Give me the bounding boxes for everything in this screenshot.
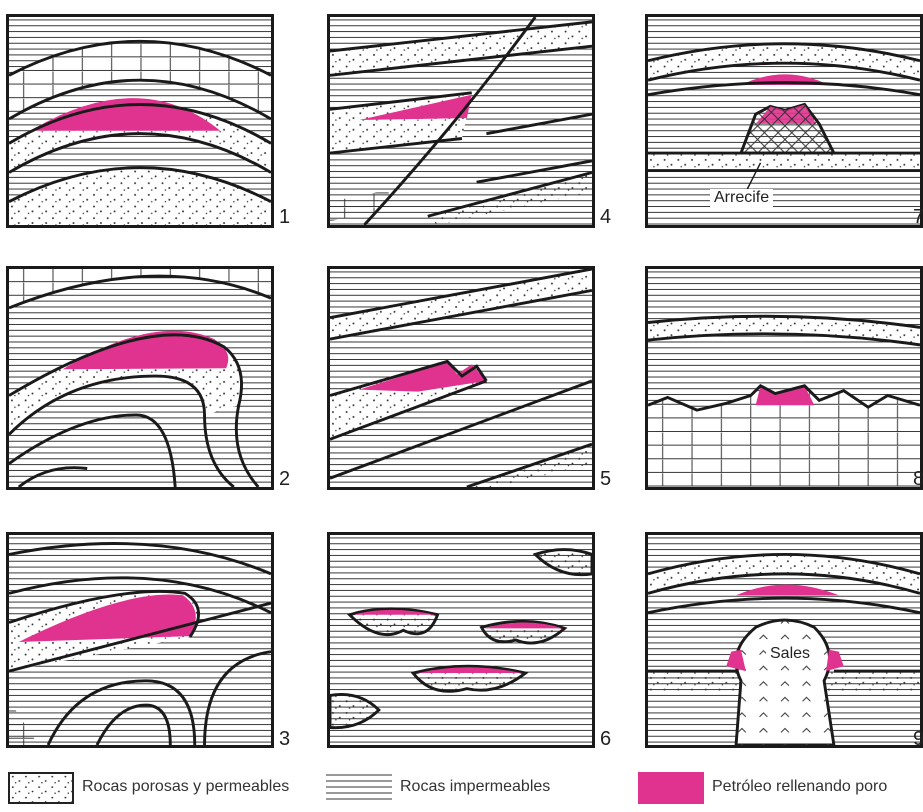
panel-5-number: 5: [600, 468, 611, 491]
panel-8-unconformity-trap: [645, 266, 923, 490]
panel-3-thrust-fold-trap: [6, 532, 274, 748]
panel-1-anticline-trap: [6, 14, 274, 228]
panel-4-fault-trap: [327, 14, 595, 228]
panel-3-number: 3: [279, 728, 290, 751]
panel-2-number: 2: [279, 468, 290, 491]
reef-label: Arrecife: [710, 189, 773, 207]
legend-porous-swatch: [8, 772, 74, 804]
panel-6-lens-trap: [327, 532, 595, 748]
legend-impermeable-label: Rocas impermeables: [400, 778, 550, 796]
panel-2-fold-trap: [6, 266, 274, 490]
legend-oil-label: Petróleo rellenando poro: [712, 778, 887, 796]
panel-1-number: 1: [279, 206, 290, 229]
legend-oil-swatch: [638, 772, 704, 804]
panel-9-salt-dome-trap: Sales: [645, 532, 923, 748]
legend-impermeable-swatch: [326, 772, 392, 804]
panel-5-stratigraphic-trap: [327, 266, 595, 490]
panel-7-number: 7: [913, 206, 923, 229]
panel-6-number: 6: [600, 728, 611, 751]
panel-8-number: 8: [913, 468, 923, 491]
legend-porous-label: Rocas porosas y permeables: [82, 778, 289, 796]
panel-9-number: 9: [913, 728, 923, 751]
salt-label: Sales: [766, 645, 814, 663]
panel-7-reef-trap: Arrecife: [645, 14, 923, 228]
panel-4-number: 4: [600, 206, 611, 229]
